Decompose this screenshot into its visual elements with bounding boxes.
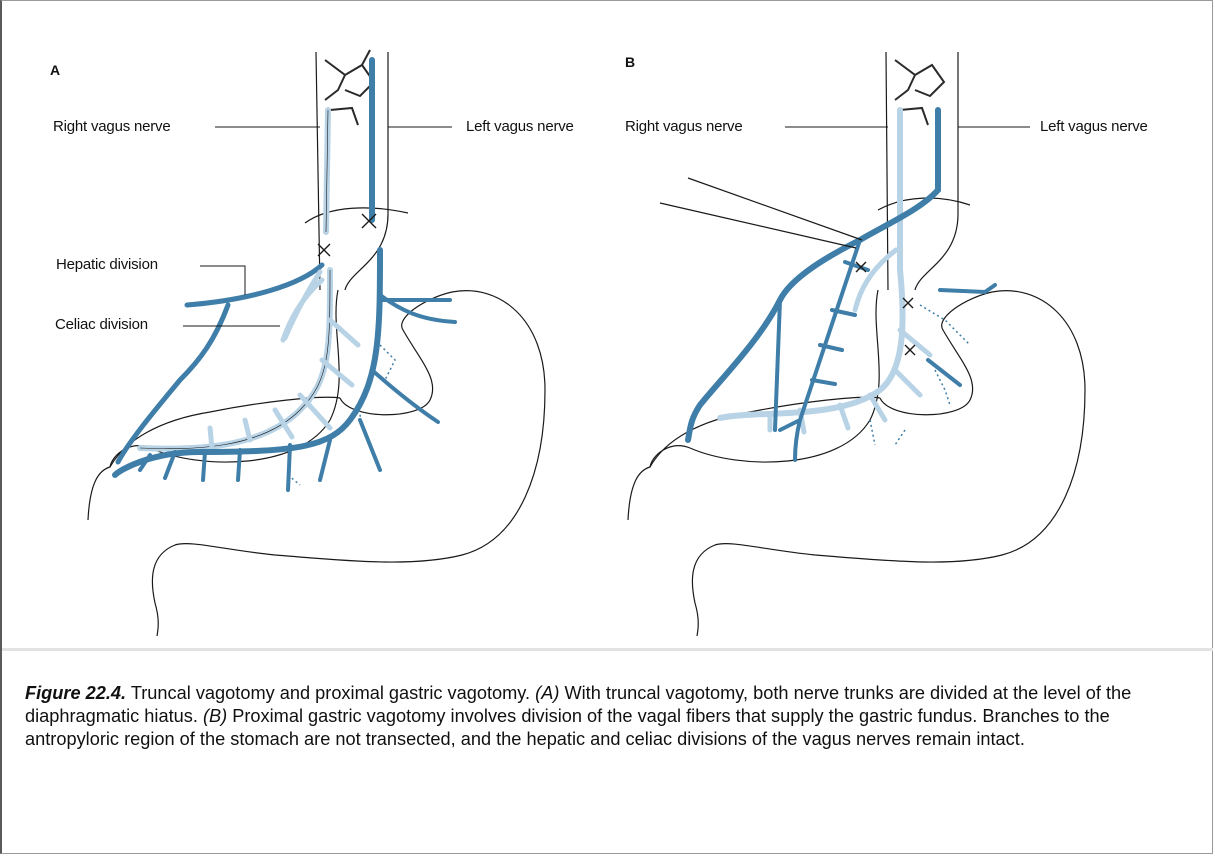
panel-b-right-vagus-label: Right vagus nerve [625, 118, 743, 135]
caption-divider [2, 648, 1213, 651]
panel-b-left-vagus-label: Left vagus nerve [1040, 118, 1148, 135]
panel-a-celiac-label: Celiac division [55, 316, 148, 333]
figure-caption: Figure 22.4. Truncal vagotomy and proxim… [25, 682, 1195, 751]
panel-a-hepatic-label: Hepatic division [56, 256, 158, 273]
panel-b-drawing [628, 52, 1085, 636]
figure-number: Figure 22.4. [25, 683, 126, 703]
panel-a-dark-branches [140, 295, 455, 490]
panel-b-esophagus [886, 52, 958, 290]
panel-a-hiatus [305, 208, 408, 223]
caption-marker-a: (A) [535, 683, 559, 703]
panel-a-letter: A [50, 62, 60, 78]
illustration-svg [0, 0, 1215, 650]
panel-a-drawing [88, 50, 545, 636]
vagotomy-illustration: A Right vagus nerve Left vagus nerve Hep… [0, 0, 1215, 650]
panel-b-letter: B [625, 54, 635, 70]
panel-a-esophageal-plexus [325, 50, 374, 125]
panel-b-dotted-fibers [870, 305, 970, 445]
caption-marker-b: (B) [203, 706, 227, 726]
panel-b-stomach-outline [650, 291, 1085, 636]
panel-a-left-vagus-label: Left vagus nerve [466, 118, 574, 135]
panel-b-instrument [660, 178, 862, 248]
panel-a-right-vagus-label: Right vagus nerve [53, 118, 171, 135]
panel-b-cut-marks [856, 262, 915, 355]
caption-text-1: Truncal vagotomy and proximal gastric va… [126, 683, 535, 703]
panel-b-right-vagus-trunk [720, 110, 903, 418]
